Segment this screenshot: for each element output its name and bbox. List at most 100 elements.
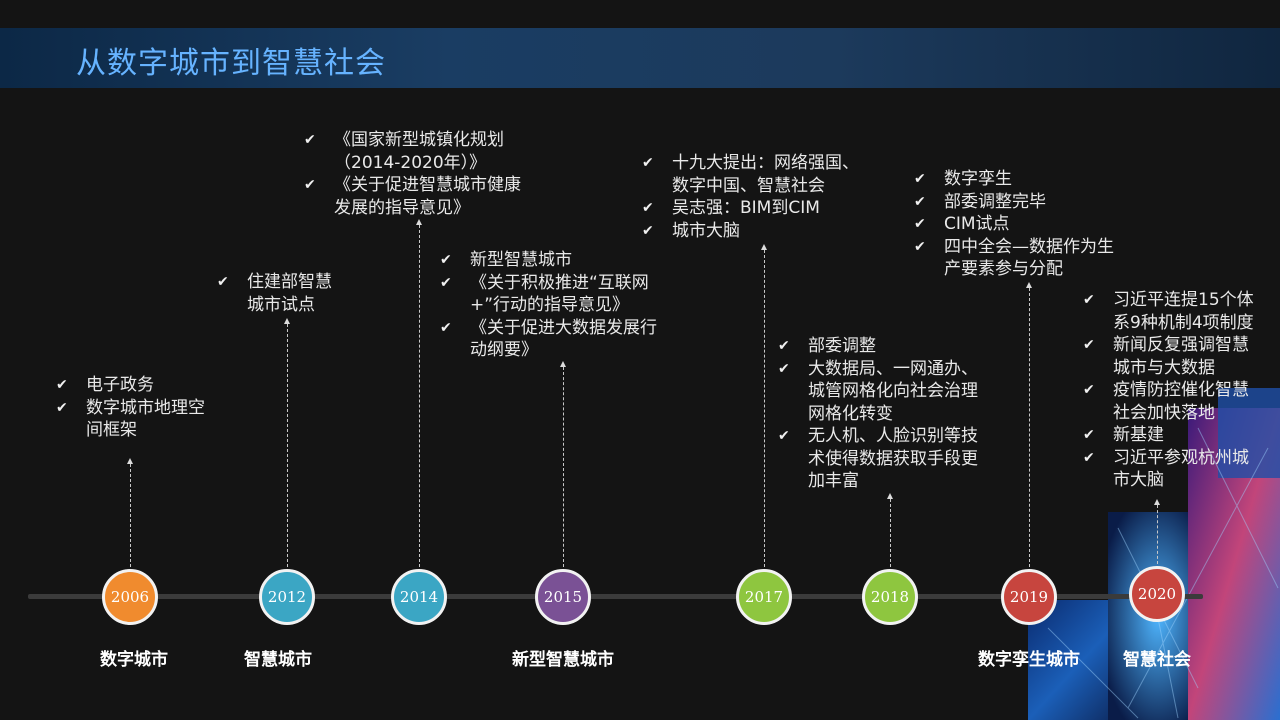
year-node-2015: 2015 bbox=[535, 569, 591, 625]
note-item: ✔《关于促进智慧城市健康发展的指导意见》 bbox=[304, 174, 554, 219]
check-icon: ✔ bbox=[440, 319, 452, 336]
check-icon: ✔ bbox=[1083, 337, 1095, 353]
note-item: ✔ 数字孪生 bbox=[914, 168, 1154, 191]
check-icon: ✔ bbox=[440, 252, 452, 268]
note-item: ✔ 十九大提出：网络强国、数字中国、智慧社会 bbox=[642, 152, 882, 197]
stage-label-2020: 智慧社会 bbox=[1123, 650, 1191, 670]
connector-2006 bbox=[130, 464, 131, 567]
note-item: ✔ 习近平参观杭州城市大脑 bbox=[1083, 447, 1278, 492]
check-icon: ✔ bbox=[914, 171, 926, 187]
note-text: 住建部智慧城市试点 bbox=[247, 272, 332, 315]
note-text: 部委调整 bbox=[808, 336, 876, 356]
note-text: 疫情防控催化智慧社会加快落地 bbox=[1113, 380, 1249, 423]
year-label: 2017 bbox=[744, 588, 784, 606]
year-label: 2006 bbox=[110, 588, 150, 606]
note-text: 城市大脑 bbox=[672, 220, 740, 241]
check-icon: ✔ bbox=[56, 377, 68, 393]
arrow-up-icon bbox=[416, 219, 422, 225]
connector-2012 bbox=[287, 324, 288, 567]
note-text: 数字孪生 bbox=[944, 169, 1012, 189]
note-text: 无人机、人脸识别等技术使得数据获取手段更加丰富 bbox=[808, 426, 978, 491]
note-text: 十九大提出：网络强国、数字中国、智慧社会 bbox=[672, 153, 859, 196]
year-label: 2018 bbox=[870, 588, 910, 606]
note-item: ✔ 《国家新型城镇化规划（2014-2020年）》 bbox=[304, 129, 554, 174]
check-icon: ✔ bbox=[914, 216, 926, 232]
page-title: 从数字城市到智慧社会 bbox=[76, 46, 386, 81]
stage-label-2006: 数字城市 bbox=[100, 650, 168, 670]
note-text: 习近平参观杭州城市大脑 bbox=[1113, 447, 1249, 491]
year-node-2012: 2012 bbox=[259, 569, 315, 625]
check-icon: ✔ bbox=[1083, 427, 1095, 443]
year-label: 2019 bbox=[1009, 588, 1049, 606]
connector-2014 bbox=[419, 225, 420, 567]
note-item: ✔ 新型智慧城市 bbox=[440, 249, 690, 272]
note-item: ✔ 住建部智慧城市试点 bbox=[217, 271, 357, 316]
stage-label-2015: 新型智慧城市 bbox=[512, 650, 614, 670]
note-item: ✔ 数字城市地理空间框架 bbox=[56, 397, 226, 442]
connector-2015 bbox=[563, 367, 564, 567]
note-item: ✔ 电子政务 bbox=[56, 374, 226, 397]
year-label: 2012 bbox=[267, 588, 307, 606]
notes-2014: ✔ 《国家新型城镇化规划（2014-2020年）》✔《关于促进智慧城市健康发展的指… bbox=[304, 129, 554, 219]
note-text: 《关于促进智慧城市健康发展的指导意见》 bbox=[334, 175, 521, 218]
check-icon: ✔ bbox=[914, 238, 926, 255]
timeline-axis bbox=[28, 594, 1203, 599]
note-text: 部委调整完毕 bbox=[944, 191, 1046, 212]
stage-label-2019: 数字孪生城市 bbox=[978, 650, 1080, 670]
check-icon: ✔ bbox=[440, 274, 452, 291]
note-item: ✔ 《关于促进大数据发展行动纲要》 bbox=[440, 317, 690, 362]
check-icon: ✔ bbox=[217, 274, 229, 290]
note-item: ✔ 城市大脑 bbox=[642, 220, 882, 243]
notes-2018: ✔部委调整✔大数据局、一网通办、城管网格化向社会治理网格化转变✔无人机、人脸识别… bbox=[778, 335, 1008, 493]
note-item: ✔部委调整 bbox=[778, 335, 1008, 358]
note-item: ✔部委调整完毕 bbox=[914, 191, 1154, 214]
check-icon: ✔ bbox=[1083, 292, 1095, 308]
check-icon: ✔ bbox=[304, 132, 316, 148]
note-item: ✔新闻反复强调智慧城市与大数据 bbox=[1083, 334, 1278, 379]
note-text: 《关于促进大数据发展行动纲要》 bbox=[470, 317, 657, 361]
arrow-up-icon bbox=[560, 361, 566, 367]
note-item: ✔CIM试点 bbox=[914, 213, 1154, 236]
note-item: ✔吴志强：BIM到CIM bbox=[642, 197, 882, 220]
arrow-up-icon bbox=[887, 493, 893, 499]
note-text: 数字城市地理空间框架 bbox=[86, 397, 205, 441]
arrow-up-icon bbox=[761, 244, 767, 250]
title-bar: 从数字城市到智慧社会 bbox=[0, 28, 1280, 88]
notes-2006: ✔ 电子政务 ✔ 数字城市地理空间框架 bbox=[56, 374, 226, 442]
arrow-up-icon bbox=[127, 458, 133, 464]
note-item: ✔ 四中全会—数据作为生产要素参与分配 bbox=[914, 236, 1154, 281]
note-text: 四中全会—数据作为生产要素参与分配 bbox=[944, 236, 1114, 280]
check-icon: ✔ bbox=[1083, 449, 1095, 466]
year-node-2020: 2020 bbox=[1129, 566, 1185, 622]
note-text: 吴志强：BIM到CIM bbox=[672, 198, 820, 218]
note-text: 新型智慧城市 bbox=[470, 250, 572, 270]
year-node-2018: 2018 bbox=[862, 569, 918, 625]
note-text: 习近平连提15个体系9种机制4项制度 bbox=[1113, 290, 1254, 333]
stage-label-2012: 智慧城市 bbox=[244, 650, 312, 670]
note-text: 《关于积极推进“互联网+”行动的指导意见》 bbox=[470, 272, 649, 316]
year-label: 2014 bbox=[399, 588, 439, 606]
note-text: 《国家新型城镇化规划（2014-2020年）》 bbox=[334, 130, 504, 173]
arrow-up-icon bbox=[284, 318, 290, 324]
check-icon: ✔ bbox=[56, 399, 68, 416]
year-node-2014: 2014 bbox=[391, 569, 447, 625]
notes-2020: ✔习近平连提15个体系9种机制4项制度✔新闻反复强调智慧城市与大数据✔疫情防控催… bbox=[1083, 289, 1278, 492]
connector-2019 bbox=[1029, 288, 1030, 567]
arrow-up-icon bbox=[1154, 499, 1160, 505]
note-text: 新基建 bbox=[1113, 425, 1164, 445]
connector-2017 bbox=[764, 250, 765, 567]
note-text: 电子政务 bbox=[86, 375, 154, 395]
check-icon: ✔ bbox=[1083, 382, 1095, 398]
arrow-up-icon bbox=[1026, 282, 1032, 288]
check-icon: ✔ bbox=[642, 222, 654, 239]
notes-2015: ✔ 新型智慧城市 ✔ 《关于积极推进“互联网+”行动的指导意见》 ✔ 《关于促进大数据发展… bbox=[440, 249, 690, 362]
year-label: 2015 bbox=[543, 588, 583, 606]
check-icon: ✔ bbox=[642, 155, 654, 171]
note-item: ✔ 疫情防控催化智慧社会加快落地 bbox=[1083, 379, 1278, 424]
connector-2018 bbox=[890, 499, 891, 567]
year-node-2017: 2017 bbox=[736, 569, 792, 625]
check-icon: ✔ bbox=[778, 428, 790, 444]
year-node-2006: 2006 bbox=[102, 569, 158, 625]
note-text: 大数据局、一网通办、城管网格化向社会治理网格化转变 bbox=[808, 358, 978, 424]
year-node-2019: 2019 bbox=[1001, 569, 1057, 625]
